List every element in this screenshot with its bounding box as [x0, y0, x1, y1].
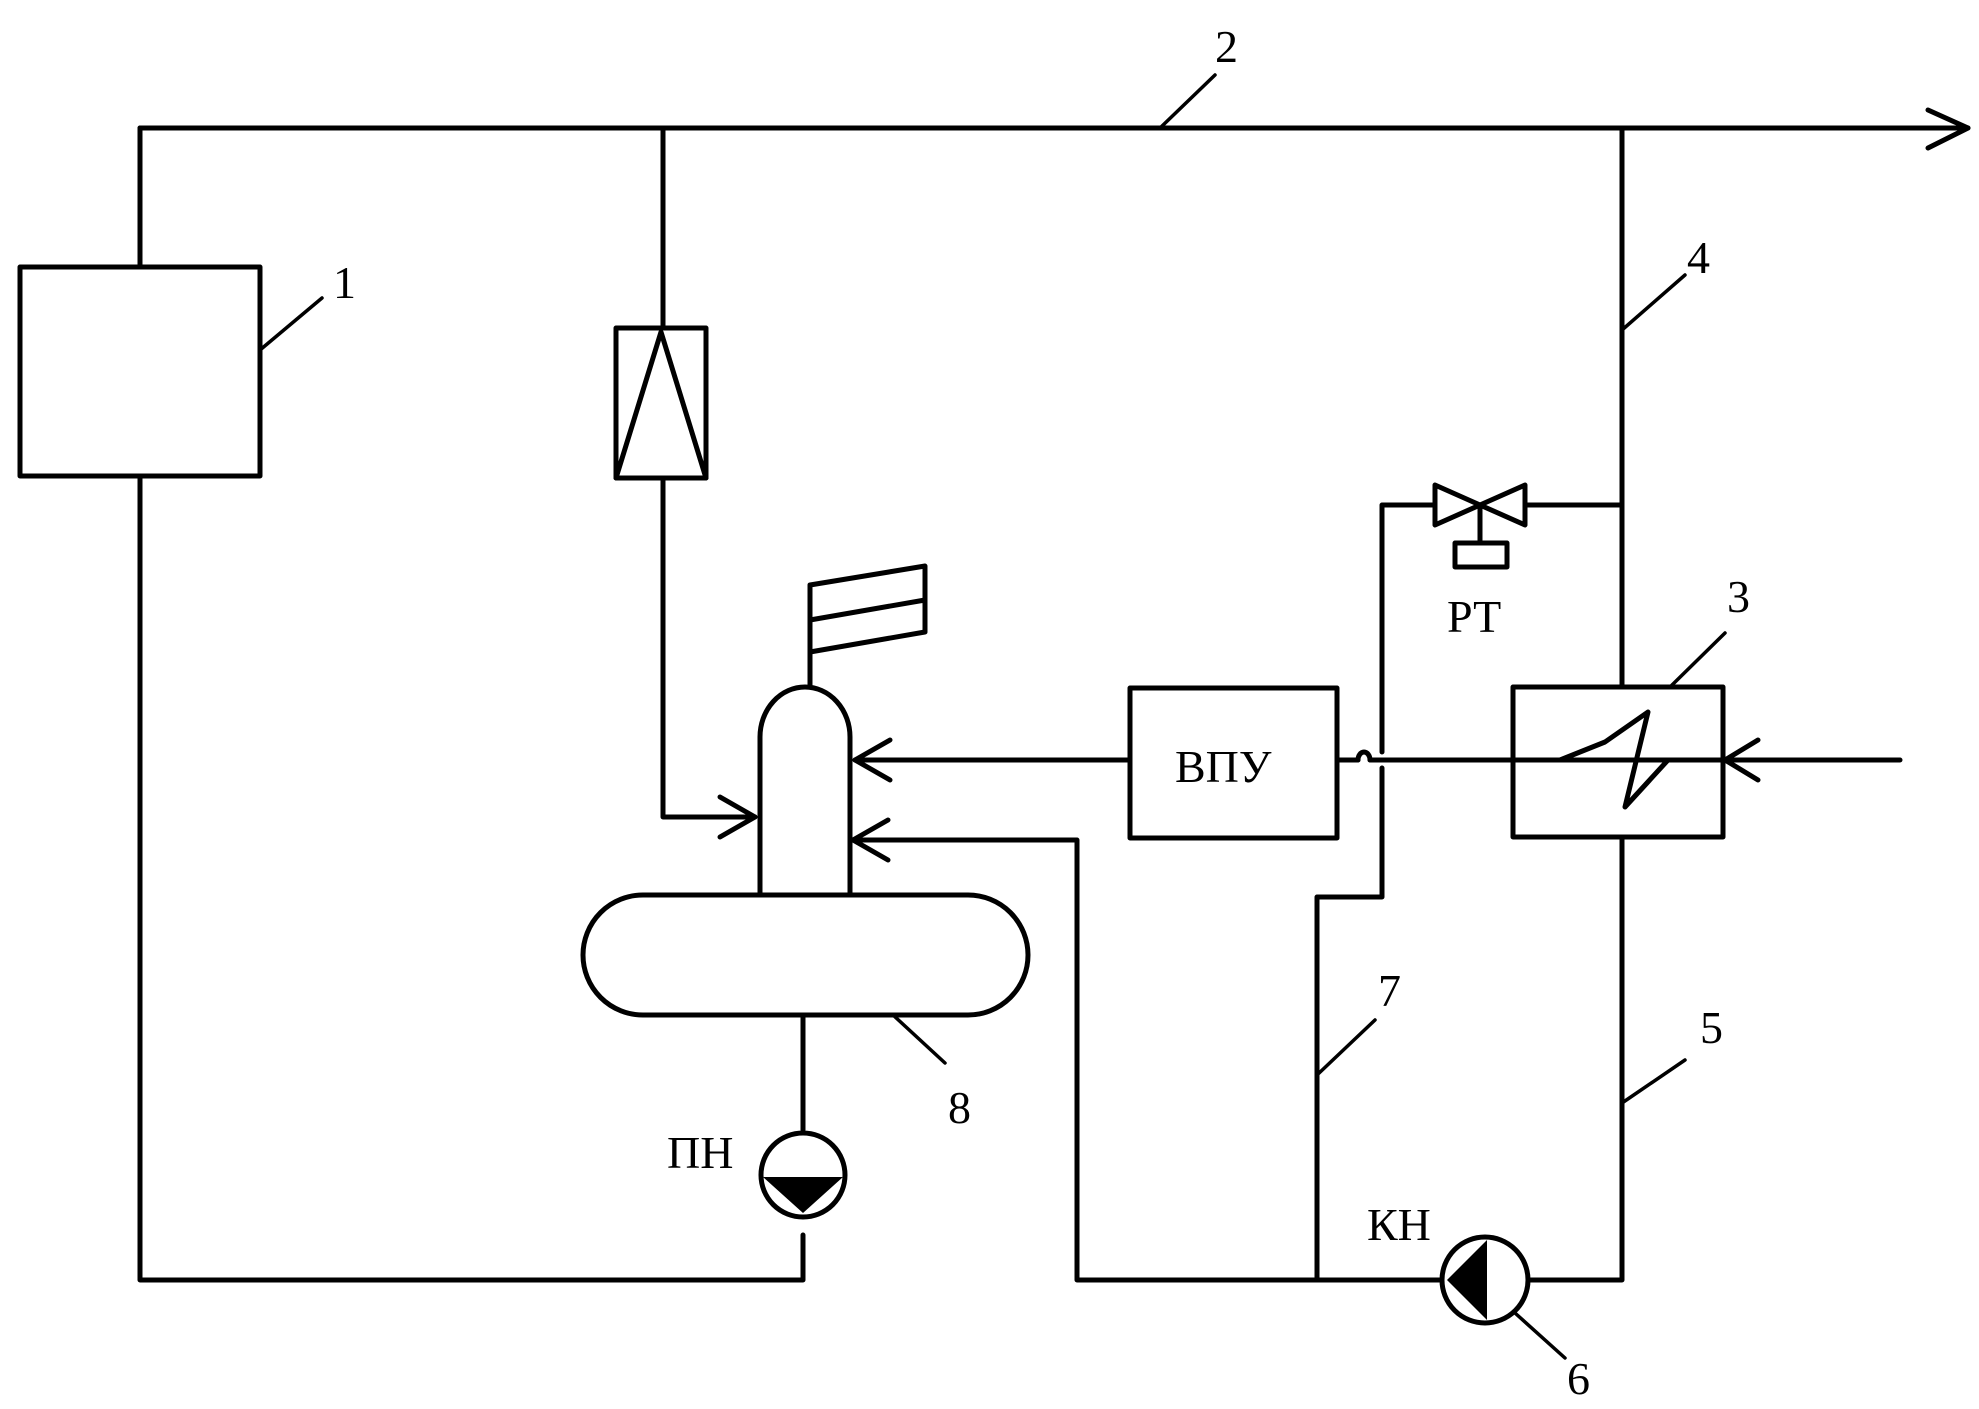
leader-5 [1622, 1060, 1685, 1103]
label-7: 7 [1378, 965, 1401, 1016]
leader-1 [260, 298, 322, 350]
deaerator-vent-plate [810, 566, 925, 652]
leader-6 [1515, 1313, 1565, 1358]
leader-8 [893, 1015, 945, 1063]
label-3: 3 [1727, 571, 1750, 622]
label-2: 2 [1215, 21, 1238, 72]
label-1: 1 [333, 257, 356, 308]
deaerator-column [760, 687, 850, 895]
line-5 [1530, 837, 1622, 1280]
label-5: 5 [1700, 1002, 1723, 1053]
label-4: 4 [1687, 232, 1710, 283]
leader-3 [1670, 633, 1725, 687]
rt-actuator-box [1455, 543, 1507, 567]
leader-7 [1317, 1020, 1375, 1075]
ejector-cone-icon [616, 332, 706, 478]
label-pt: РТ [1447, 591, 1501, 642]
label-8: 8 [948, 1082, 971, 1133]
ejector-body [616, 328, 706, 478]
label-6: 6 [1567, 1353, 1590, 1404]
deaerator-tank [583, 895, 1028, 1015]
leader-2 [1160, 75, 1215, 128]
leader-4 [1622, 275, 1685, 330]
crossover-hop [1358, 752, 1370, 760]
label-pn: ПН [667, 1127, 733, 1178]
rt-bypass-line-left [1382, 505, 1435, 752]
label-vpu: ВПУ [1175, 741, 1272, 792]
label-kn: КН [1367, 1199, 1431, 1250]
unit-1-box [20, 267, 260, 476]
ejector-outlet-line [663, 478, 755, 817]
